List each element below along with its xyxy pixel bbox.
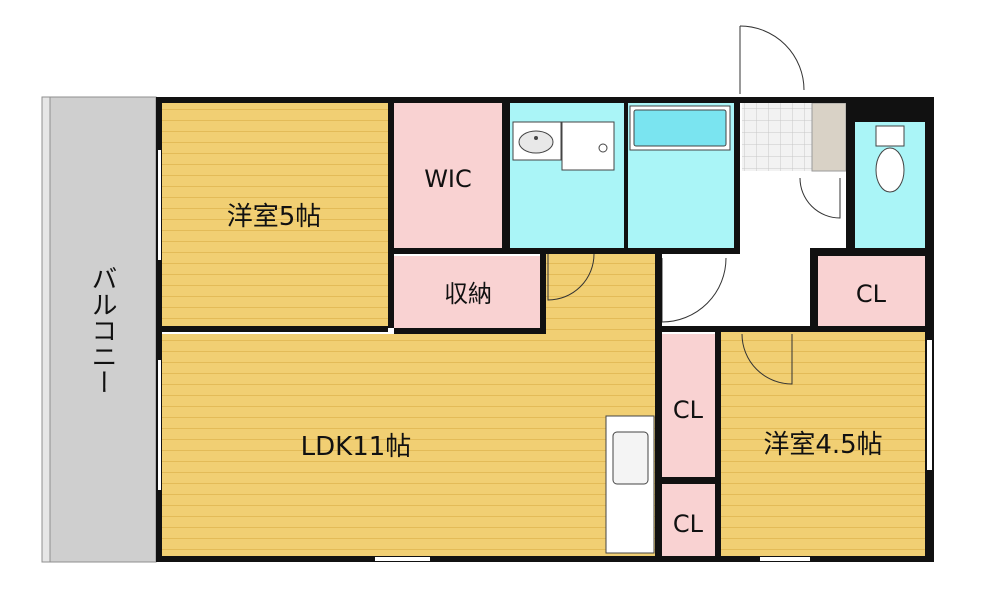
label-closet-right: CL <box>856 280 887 308</box>
closet-mid-upper <box>662 334 715 477</box>
walls <box>156 97 934 562</box>
label-western-room-45: 洋室4.5帖 <box>763 430 882 460</box>
label-storage: 収納 <box>444 280 492 308</box>
closet-right <box>818 256 925 326</box>
hallway-lower <box>660 254 812 326</box>
sink <box>612 431 649 485</box>
label-balcony: バルコニー <box>87 265 117 395</box>
washing-machine-pan <box>561 121 615 171</box>
closet-mid-lower <box>662 484 715 556</box>
label-western-room-5: 洋室5帖 <box>227 202 322 232</box>
door-swings <box>547 25 841 385</box>
entrance-tile <box>742 103 812 171</box>
label-closet-mid-lower: CL <box>673 510 704 538</box>
storage <box>394 256 542 328</box>
toilet-fixture <box>875 125 905 193</box>
western-room-5 <box>162 103 388 328</box>
label-closet-mid-upper: CL <box>673 396 704 424</box>
shoe-cabinet <box>811 102 847 172</box>
walk-in-closet <box>394 103 502 248</box>
western-room-45 <box>721 332 925 556</box>
windows <box>158 150 932 561</box>
ldk <box>162 254 655 556</box>
bathtub <box>629 105 731 151</box>
wash-basin <box>512 121 562 161</box>
label-ldk: LDK11帖 <box>301 432 412 462</box>
balcony <box>41 96 157 563</box>
label-wic: WIC <box>424 165 472 193</box>
